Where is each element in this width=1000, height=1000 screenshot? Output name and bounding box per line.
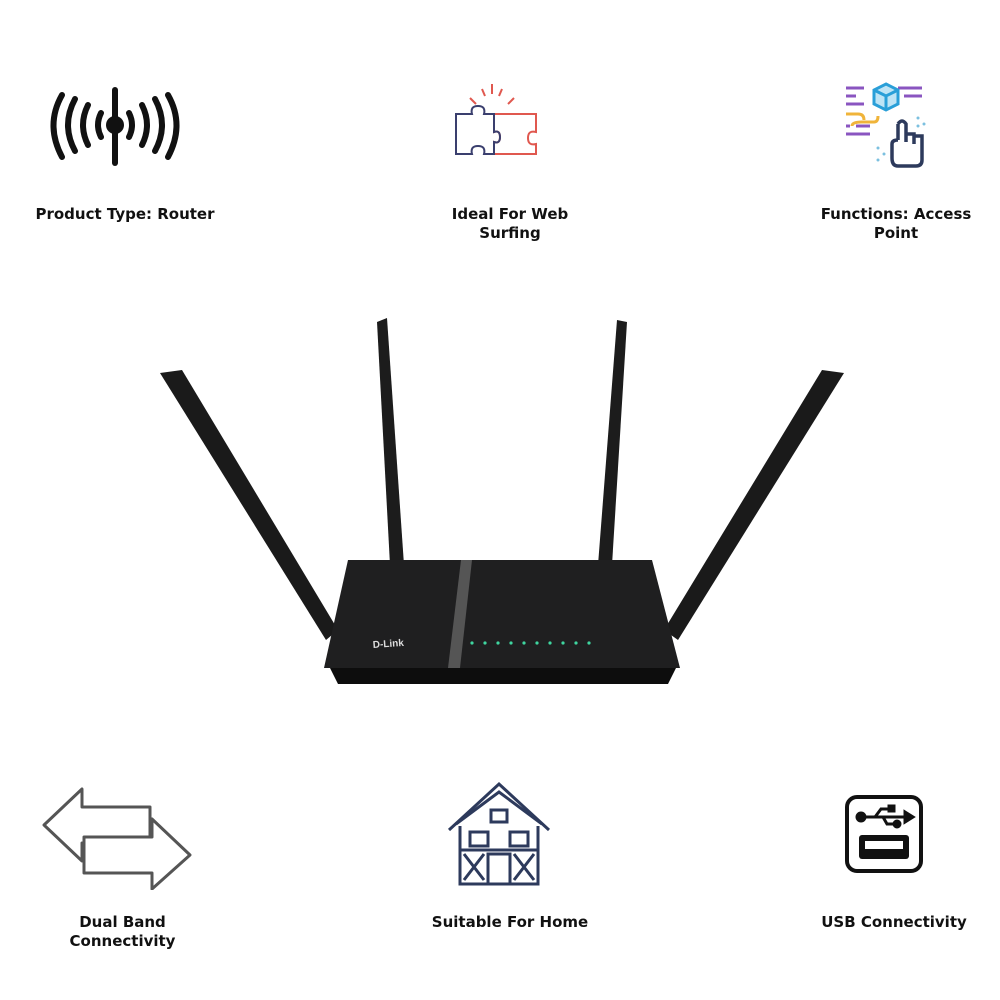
- antenna-left-outer: [160, 370, 338, 640]
- feature-label-home: Suitable For Home: [431, 913, 589, 931]
- antenna-right-inner: [598, 320, 627, 565]
- feature-label-dual-band: Dual Band Connectivity: [69, 913, 176, 950]
- feature-label-ideal-for: Ideal For Web Surfing: [451, 205, 569, 242]
- status-leds: [470, 641, 591, 645]
- dlink-logo: D-Link: [372, 638, 404, 651]
- feature-label-product-type: Product Type: Router: [35, 205, 215, 223]
- usb-port-icon: [845, 795, 923, 873]
- feature-label-functions: Functions: Access Point: [820, 205, 972, 242]
- puzzle-icon: [455, 84, 537, 155]
- house-icon: [447, 781, 551, 886]
- touch-cube-icon: [846, 82, 926, 168]
- router-body: [324, 560, 680, 668]
- router-stripe: [448, 560, 472, 668]
- wireless-signal-icon: [50, 87, 180, 166]
- antenna-right-outer: [664, 370, 844, 640]
- bidirectional-arrows-icon: [42, 787, 192, 890]
- router-base: [330, 668, 676, 684]
- antenna-left-inner: [377, 318, 404, 565]
- feature-label-usb: USB Connectivity: [821, 913, 967, 931]
